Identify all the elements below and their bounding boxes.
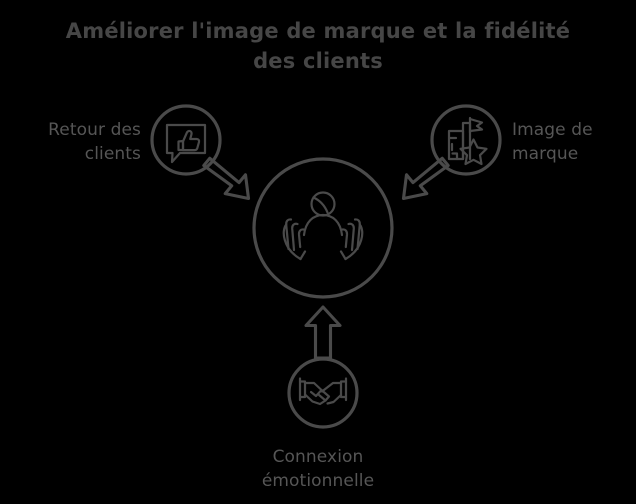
page-title-line-1: Améliorer l'image de marque et la fidéli… <box>65 19 571 43</box>
node-brand-image[interactable] <box>401 104 502 201</box>
center-node[interactable] <box>252 157 394 299</box>
label-feedback-line-2: clients <box>84 144 141 164</box>
label-emotional-connection-line-2: émotionnelle <box>261 471 375 491</box>
arrow-brand-image-to-center <box>401 156 450 201</box>
node-emotional-connection[interactable] <box>287 305 359 429</box>
arrow-feedback-to-center <box>202 156 251 201</box>
buildings-flag-star-icon <box>447 116 488 166</box>
hands-holding-person-icon <box>282 191 364 261</box>
brand-image-circle <box>430 104 502 176</box>
arrow-emotional-connection-to-center <box>304 305 342 360</box>
node-feedback[interactable] <box>150 104 251 201</box>
label-emotional-connection-line-1: Connexion <box>272 447 364 467</box>
page-title-line-2: des clients <box>253 49 383 73</box>
label-feedback: Retour des clients <box>0 118 141 166</box>
page-title: Améliorer l'image de marque et la fidéli… <box>0 16 636 76</box>
label-emotional-connection: Connexion émotionnelle <box>218 445 418 493</box>
handshake-icon <box>298 377 348 406</box>
feedback-circle <box>150 104 222 176</box>
label-brand-image-line-1: Image de <box>512 120 593 140</box>
center-circle <box>252 157 394 299</box>
label-brand-image-line-2: marque <box>512 144 579 164</box>
label-brand-image: Image de marque <box>512 118 636 166</box>
label-feedback-line-1: Retour des <box>48 120 141 140</box>
speech-bubble-thumbs-up-icon <box>165 123 207 164</box>
